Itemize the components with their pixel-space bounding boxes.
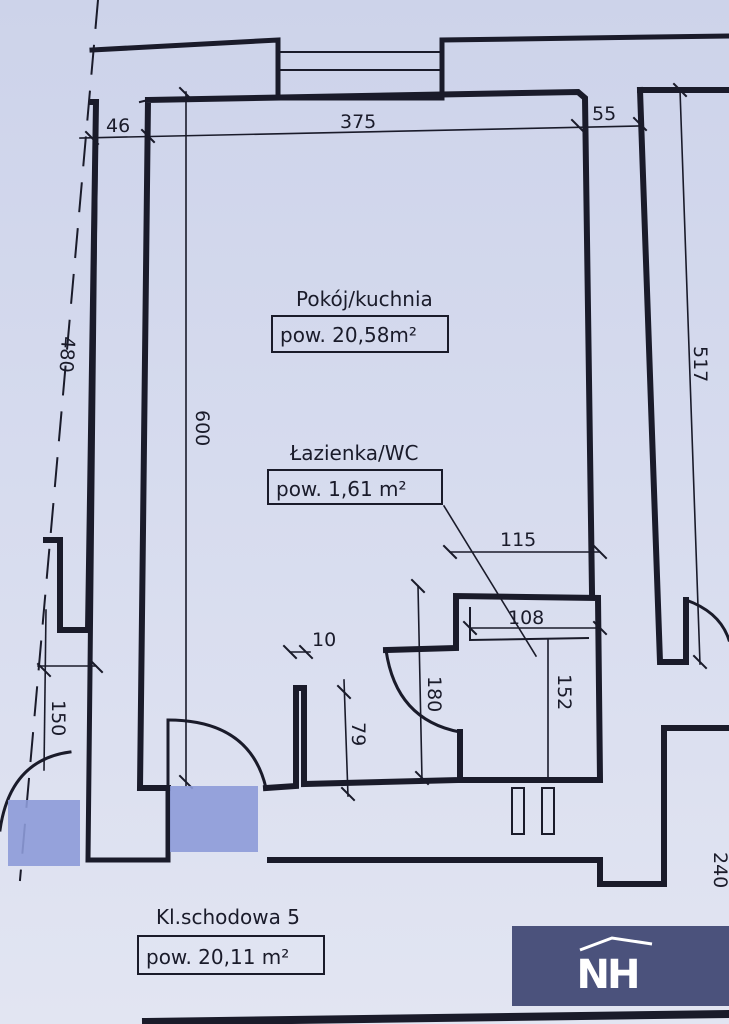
right-neighbour-wall — [636, 86, 729, 731]
bottom-wall — [262, 685, 691, 887]
brand-logo: NH — [512, 926, 729, 1006]
fixture-2 — [541, 787, 555, 835]
dim-right-wall: 55 — [592, 103, 616, 125]
bathroom-door-arc — [384, 648, 462, 734]
bathroom-inner — [469, 607, 590, 642]
dim-right-height: 517 — [689, 346, 711, 382]
dimension-ticks — [36, 82, 708, 802]
dimension-lines — [37, 89, 701, 797]
window-frame — [277, 51, 443, 71]
redaction-patch-center — [170, 786, 258, 852]
stairs-area: pow. 20,11 m² — [146, 945, 289, 969]
stairs-name: Kl.schodowa 5 — [156, 905, 300, 929]
dim-left-wall: 46 — [106, 115, 130, 137]
dim-left-height: 480 — [54, 336, 78, 374]
bathroom-area-box — [267, 469, 443, 505]
dim-right-bottom: 240 — [709, 852, 729, 888]
fixture-1 — [511, 787, 525, 835]
dim-living-width: 375 — [340, 111, 376, 133]
dim-wall-thickness: 10 — [312, 629, 336, 651]
dim-living-height: 600 — [191, 410, 213, 446]
dashed-axis — [18, 0, 100, 882]
dim-bath-height: 152 — [553, 674, 575, 710]
stairs-area-box — [137, 935, 325, 975]
stair-door-arc — [0, 750, 72, 832]
logo-text: NH — [576, 952, 641, 998]
bottom-edge-wall — [141, 1009, 729, 1024]
living-room-area: pow. 20,58m² — [280, 323, 417, 347]
living-area-box — [271, 315, 449, 353]
roof-icon — [579, 936, 653, 952]
bathroom-walls — [382, 592, 604, 783]
bathroom-name: Łazienka/WC — [289, 441, 419, 465]
top-wall — [89, 33, 729, 101]
living-room-walls — [43, 88, 596, 791]
dim-bath-inner-width: 108 — [508, 607, 544, 629]
left-outer-wall — [85, 99, 171, 863]
redaction-patch-left — [8, 800, 80, 866]
dim-left-opening: 150 — [47, 700, 69, 736]
inner-wall-line — [138, 98, 150, 104]
right-door-arc — [684, 598, 729, 642]
bathroom-area: pow. 1,61 m² — [276, 477, 407, 501]
dim-partition: 79 — [347, 722, 369, 746]
dim-door-height: 180 — [423, 676, 445, 712]
living-room-name: Pokój/kuchnia — [296, 287, 433, 311]
dim-bath-width: 115 — [500, 529, 536, 551]
